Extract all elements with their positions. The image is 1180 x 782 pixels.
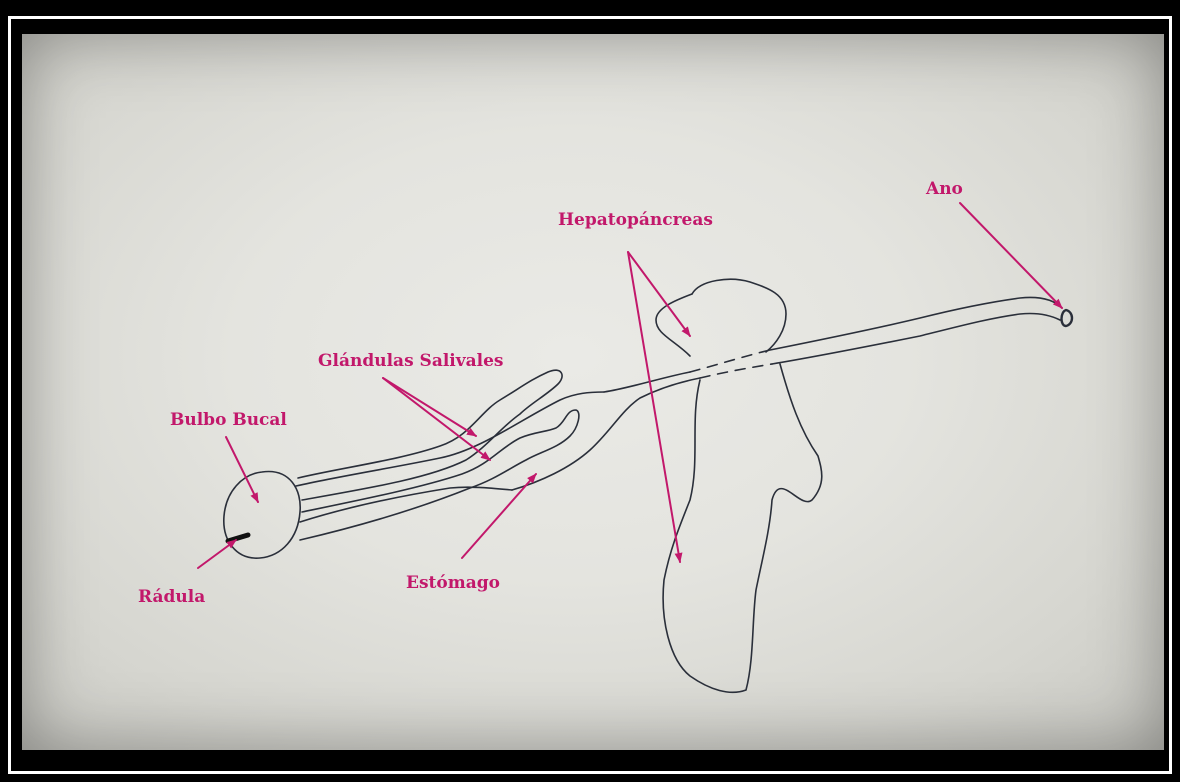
radula-mark — [228, 535, 248, 541]
buccal-bulb-outline — [224, 472, 300, 559]
label-glandulas-salivales: Glándulas Salivales — [318, 351, 504, 371]
intestine-upper-wall — [770, 297, 1062, 350]
esophagus-lower-wall — [300, 487, 512, 522]
stomach-wall-inner — [604, 372, 690, 392]
intestine-lower-wall — [772, 313, 1060, 364]
label-hepatopancreas: Hepatopáncreas — [558, 210, 713, 230]
label-ano: Ano — [925, 179, 963, 199]
hepatopancreas-arrow-lower — [628, 252, 680, 562]
hepatopancreas-upper-lobe-side — [656, 294, 692, 356]
hepatopancreas-upper-lobe — [692, 279, 786, 352]
label-estomago: Estómago — [406, 573, 500, 593]
radula-arrow — [198, 540, 236, 568]
hepatopancreas-lower-lobe — [663, 364, 822, 692]
stomach-wall — [512, 378, 700, 490]
label-radula: Rádula — [138, 587, 205, 607]
salivary-gland-arrow-1 — [383, 378, 476, 436]
intestine-dashed-upper — [690, 350, 770, 372]
ano-arrow — [960, 203, 1062, 308]
hepatopancreas-arrow-upper — [628, 252, 690, 336]
label-bulbo-bucal: Bulbo Bucal — [170, 410, 287, 430]
salivary-gland-upper — [298, 370, 562, 500]
salivary-gland-lower — [300, 410, 579, 540]
anus-outline — [1062, 310, 1073, 326]
